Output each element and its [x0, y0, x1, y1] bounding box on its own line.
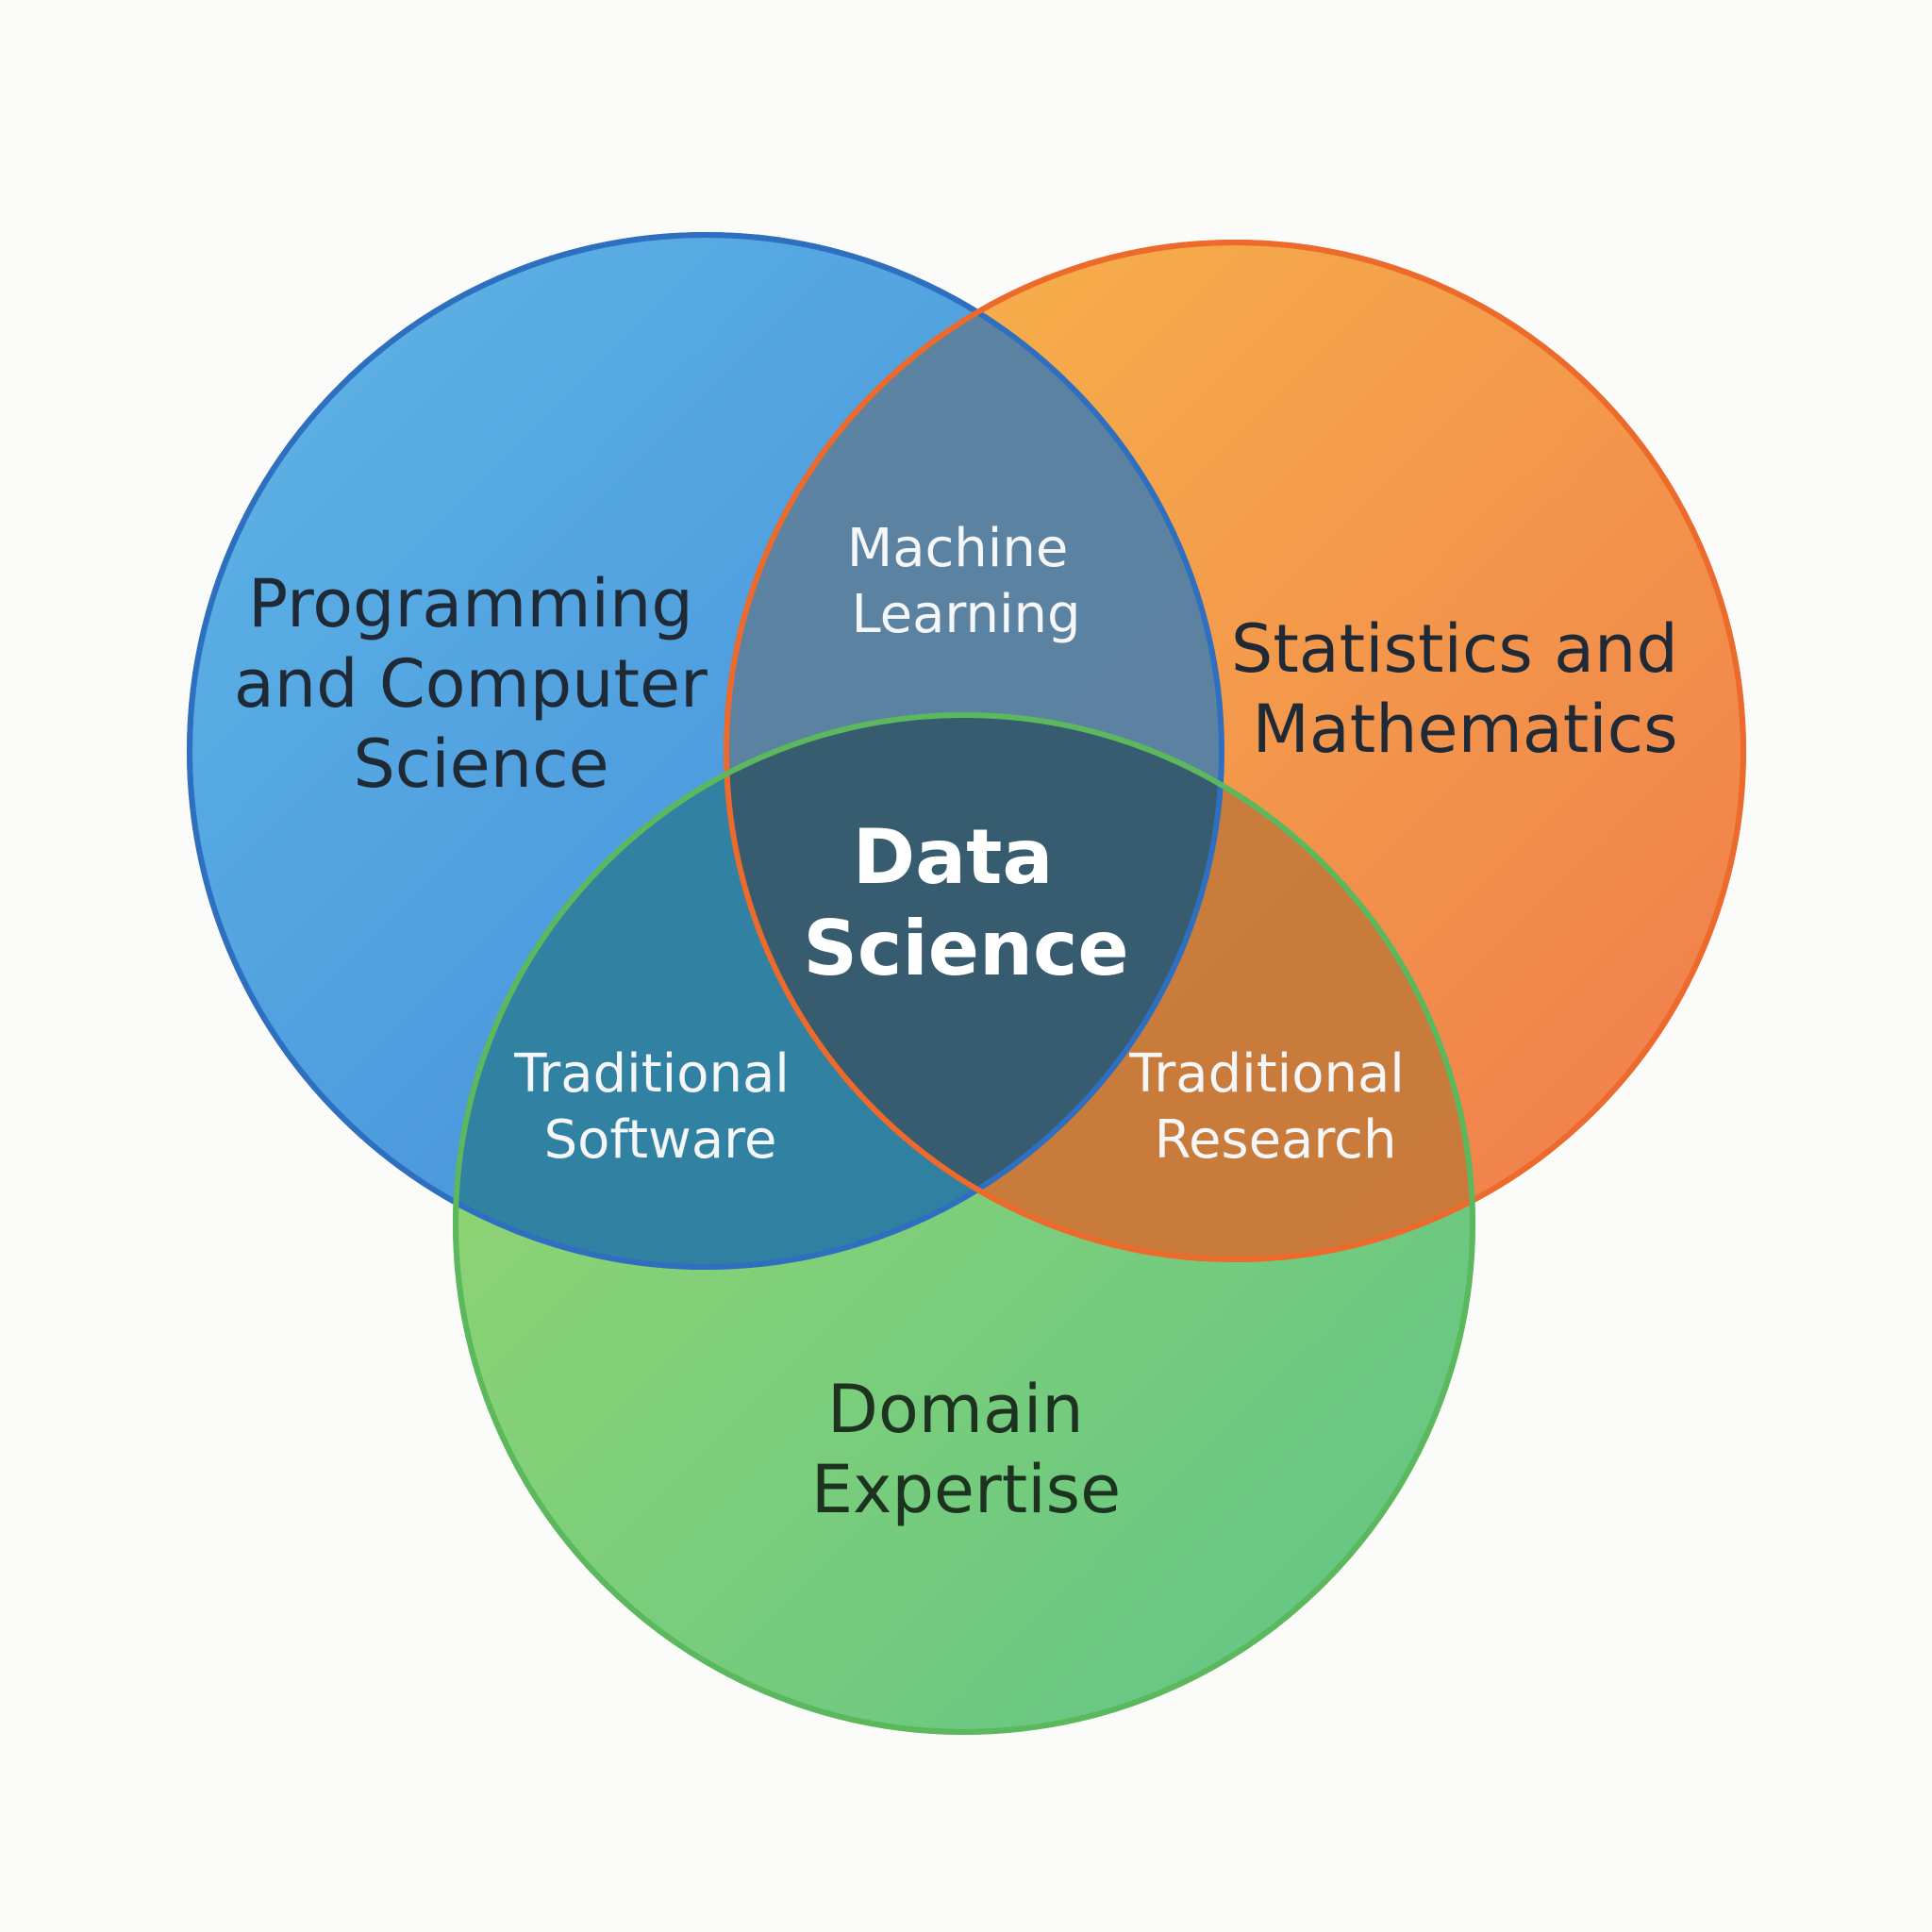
label-traditional-software-line1: Traditional: [513, 1043, 790, 1105]
label-programming-cs-line1: Programming: [248, 565, 693, 642]
outline-blue: [187, 232, 1224, 1270]
label-traditional-software-line2: Software: [544, 1109, 777, 1171]
label-data-science: Data Science: [803, 813, 1128, 992]
label-programming-cs-line3: Science: [353, 725, 608, 803]
label-programming-cs-line2: and Computer: [234, 645, 708, 723]
outline-orange: [724, 240, 1746, 1262]
label-domain-expertise: Domain Expertise: [811, 1371, 1121, 1528]
label-traditional-software: Traditional Software: [513, 1043, 806, 1171]
label-machine-learning: Machine Learning: [847, 518, 1085, 645]
label-domain-expertise-line2: Expertise: [811, 1451, 1121, 1528]
label-programming-cs: Programming and Computer Science: [234, 565, 728, 803]
label-domain-expertise-line1: Domain: [827, 1371, 1084, 1448]
outline-green: [453, 712, 1475, 1735]
label-machine-learning-line1: Machine: [847, 518, 1068, 579]
label-statistics-math-line2: Mathematics: [1252, 691, 1677, 768]
label-data-science-line1: Data: [853, 813, 1054, 901]
label-traditional-research-line2: Research: [1155, 1109, 1397, 1171]
label-machine-learning-line2: Learning: [851, 584, 1080, 645]
label-traditional-research-line1: Traditional: [1128, 1043, 1405, 1105]
label-traditional-research: Traditional Research: [1128, 1043, 1421, 1171]
label-statistics-math: Statistics and Mathematics: [1231, 610, 1699, 768]
label-data-science-line2: Science: [803, 905, 1128, 992]
label-statistics-math-line1: Statistics and: [1231, 610, 1678, 688]
